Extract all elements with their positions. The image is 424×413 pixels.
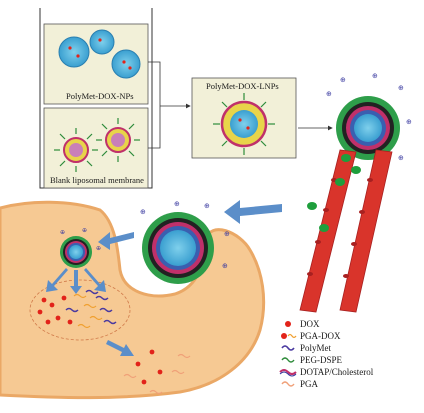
svg-text:⊕: ⊕ [82,227,87,234]
lnp-large-mid [142,212,214,284]
connector [148,61,190,149]
legend-item-dox: DOX [278,318,418,330]
svg-text:⊕: ⊕ [140,208,146,216]
svg-text:⊕: ⊕ [372,72,378,80]
arrow-release [106,340,134,356]
green-particle [307,154,361,232]
box-nps-label: PolyMet-DOX-NPs [66,91,134,101]
arrow-into-cell [98,232,134,250]
legend-label: PEG-DSPE [300,355,343,365]
svg-text:⊕: ⊕ [406,118,412,126]
cation-icon: ⊕ ⊕ ⊕ [60,227,101,252]
polymet-dox-np [58,29,141,79]
svg-text:⊕: ⊕ [96,245,101,252]
svg-text:⊕: ⊕ [398,154,404,162]
polymet-dox-lnp [213,93,275,155]
box-blank [43,107,149,189]
legend-item-pga-dox: PGA-DOX [278,330,418,342]
legend-label: DOX [300,319,320,329]
pga-dox-cluster [37,289,117,329]
svg-text:⊕: ⊕ [174,200,180,208]
legend-item-polymet: PolyMet [278,342,418,354]
blank-liposome [54,118,140,172]
svg-text:⊕: ⊕ [326,90,332,98]
svg-text:⊕: ⊕ [204,202,210,210]
legend-label: PolyMet [300,343,332,353]
svg-text:⊕: ⊕ [340,76,346,84]
legend-label: PGA-DOX [300,331,341,341]
legend-item-peg-dspe: PEG-DSPE [278,354,418,366]
legend-item-dotap: DOTAP/Cholesterol [278,366,418,378]
blood-vessel [299,149,393,313]
svg-text:⊕: ⊕ [398,84,404,92]
box-blank-label: Blank liposomal membrane [50,175,144,185]
cation-icon: ⊕ ⊕ ⊕ ⊕ ⊕ [140,200,230,270]
svg-text:⊕: ⊕ [60,229,65,236]
split-arrows [46,268,106,294]
lnp-small-cell [60,236,92,268]
lnp-large-top [336,96,400,160]
svg-text:⊕: ⊕ [224,230,230,238]
svg-text:⊕: ⊕ [222,262,228,270]
release-zone [29,279,131,341]
legend-label: PGA [300,379,319,389]
legend-item-pga: PGA [278,378,418,390]
box-lnps-label: PolyMet-DOX-LNPs [206,81,279,91]
big-arrow-left [224,200,282,224]
legend: DOX PGA-DOX PolyMet PEG-DSPE DOTAP/Chole… [278,318,418,390]
legend-label: DOTAP/Cholesterol [300,367,374,377]
released-drug [123,349,191,395]
legend-symbols [279,321,297,387]
